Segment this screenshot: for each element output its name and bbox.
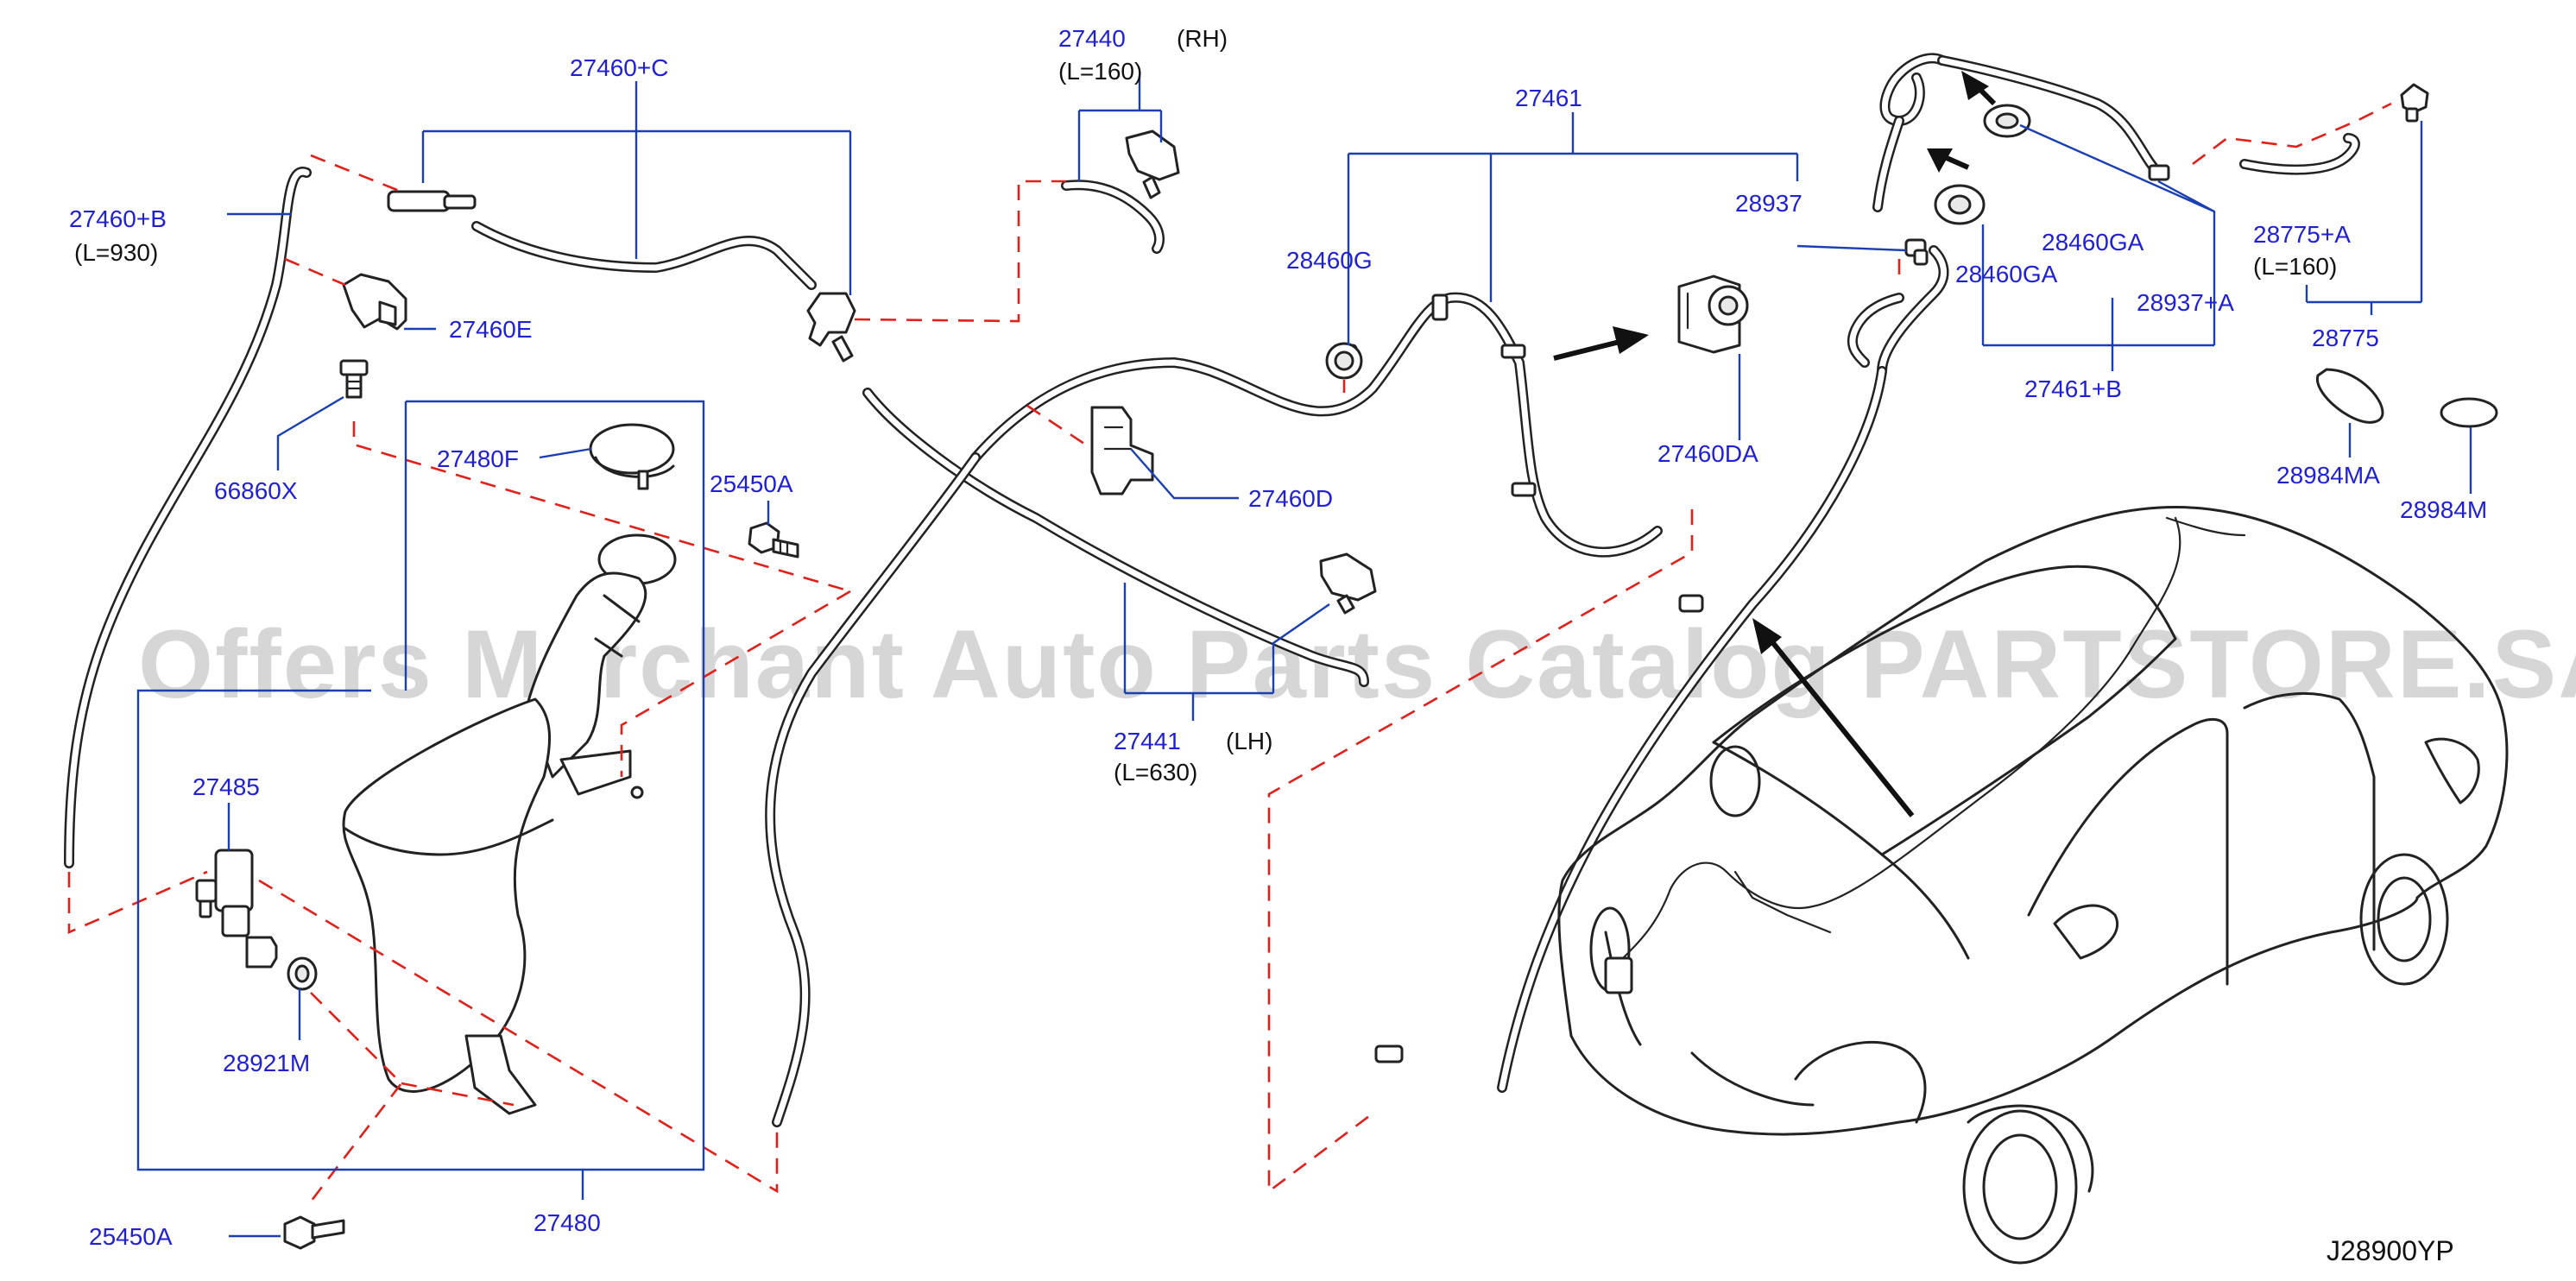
nozzle-27441-lh [1319,552,1377,615]
label-27460b: 27460+B [69,205,167,232]
label-28937a: 28937+A [2137,289,2234,316]
bolt-25450a-bottom [283,1215,345,1250]
label-27460c: 27460+C [570,54,668,81]
hose-rear [1374,245,1949,1093]
label-27441-length: (L=630) [1114,759,1197,786]
nozzle-27440-rh [1061,129,1180,254]
label-27480: 27480 [534,1209,601,1236]
label-27460da: 27460DA [1657,440,1758,467]
hose-long-center [765,292,1663,1127]
seal-28921m [287,956,318,991]
label-27440: 27440 [1058,25,1126,52]
label-28460ga-1: 28460GA [2042,229,2144,256]
cap-28984ma [2315,368,2384,424]
arrow-to-grommet-2 [1927,148,1970,173]
cap-27480f [589,423,675,490]
label-27440-side: (RH) [1177,25,1228,52]
label-28775a: 28775+A [2253,221,2351,248]
label-27480f: 27480F [437,445,519,472]
hose-rear-top [1872,53,2429,266]
bolt-66860x [339,359,369,399]
clip-27460da [1677,274,1749,354]
phantom-lines [67,102,2392,1202]
label-27485: 27485 [193,773,260,800]
washer-tank-27480 [342,533,677,1115]
hose-27460b [64,167,312,868]
arrow-to-grommet-1 [1961,71,1997,106]
label-28937: 28937 [1735,190,1803,217]
hose-27460c [387,190,856,363]
clip-27460e [342,273,407,331]
label-28775: 28775 [2312,325,2379,351]
clip-27460d [1090,406,1154,495]
label-27461b: 27461+B [2024,375,2122,402]
label-27441: 27441 [1114,728,1181,754]
arrow-to-clip-27460da [1553,326,1649,361]
label-25450a-top: 25450A [710,470,793,497]
label-28921m: 28921M [223,1050,310,1076]
label-66860x: 66860X [214,477,298,504]
label-27460d: 27460D [1248,485,1333,512]
diagram-code: J28900YP [2327,1235,2454,1266]
grommet-28460g [1325,342,1363,380]
label-28460ga-2: 28460GA [1955,261,2058,287]
label-28984m: 28984M [2400,496,2487,523]
cap-28984m [2440,397,2498,428]
arrow-to-car [1752,618,1915,817]
hose-main-lh [862,388,1369,687]
pump-27485 [195,849,278,969]
label-27460e: 27460E [449,316,533,343]
leader-lines [136,76,2472,1238]
label-27440-length: (L=160) [1058,58,1142,85]
label-28775a-length: (L=160) [2253,253,2337,280]
label-27460b-length: (L=930) [74,239,158,266]
callout-labels: 27460+C 27460+B (L=930) 27460E 66860X 27… [69,25,2487,1250]
bolt-25450a-top [748,521,799,558]
label-27461: 27461 [1515,85,1582,111]
label-28460g: 28460G [1286,247,1373,274]
label-27441-side: (LH) [1226,728,1272,754]
label-25450a-bottom: 25450A [89,1223,173,1250]
label-28984ma: 28984MA [2276,462,2380,489]
